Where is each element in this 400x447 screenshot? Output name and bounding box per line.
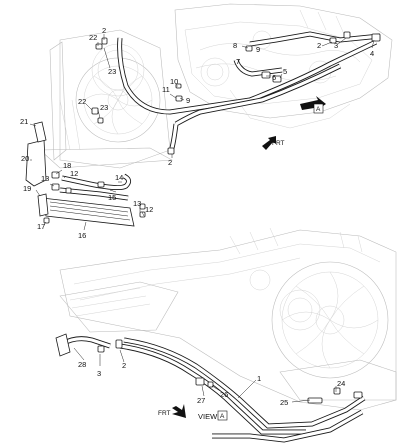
callout-6: 6 [272, 73, 276, 82]
upper-view-tag: A [316, 106, 321, 113]
callout-21: 21 [20, 117, 28, 126]
upper-fittings [91, 31, 381, 155]
callout-18: 18 [63, 161, 71, 170]
upper-engine-ghost [174, 3, 393, 129]
callout-19: 19 [23, 184, 31, 193]
callout-9-mid: 9 [186, 96, 190, 105]
callout-28: 28 [78, 360, 86, 369]
lower-leader-lines [73, 347, 337, 403]
callout-17: 17 [37, 222, 45, 231]
callout-8: 8 [233, 41, 237, 50]
upper-cooler-assembly [25, 121, 146, 227]
callout-20: 20 [21, 154, 29, 163]
upper-front-arrow: FRT [262, 136, 285, 150]
lower-view-a-label: VIEW A [198, 410, 228, 421]
callout-2-top: 2 [102, 26, 106, 35]
callout-4: 4 [370, 49, 374, 58]
upper-front-label: FRT [272, 140, 285, 147]
lower-cooler-lines [55, 333, 366, 443]
callout-7: 7 [236, 57, 240, 66]
lower-front-arrow: FRT [158, 404, 186, 418]
callout-25: 25 [280, 398, 288, 407]
callout-10: 10 [170, 77, 178, 86]
callout-5: 5 [283, 67, 287, 76]
callout-12-left: 12 [70, 169, 78, 178]
upper-leader-lines [29, 34, 375, 231]
callout-12-right: 12 [145, 205, 153, 214]
callout-13-right: 13 [133, 199, 141, 208]
callout-1: 1 [257, 374, 261, 383]
lower-callouts: 28 3 2 1 27 26 24 25 [78, 360, 345, 407]
callout-3-right: 3 [334, 41, 338, 50]
callout-2-right: 2 [317, 41, 321, 50]
lower-fittings [97, 339, 363, 404]
callout-9-top: 9 [256, 45, 260, 54]
callout-24: 24 [337, 379, 345, 388]
callout-11: 11 [162, 85, 170, 94]
callout-23-mid: 23 [100, 103, 108, 112]
callout-3-lower: 3 [97, 369, 101, 378]
callout-22-mid: 22 [78, 97, 86, 106]
upper-callouts: 2 22 23 8 9 7 6 5 2 3 4 11 10 9 22 23 21… [20, 26, 374, 240]
callout-27: 27 [197, 396, 205, 405]
upper-radiator-fan-ghost [39, 29, 173, 169]
callout-26: 26 [220, 390, 228, 399]
lower-engine-ghost [59, 227, 397, 411]
lower-view-label: VIEW [198, 412, 218, 421]
callout-14: 14 [115, 173, 123, 182]
callout-16: 16 [78, 231, 86, 240]
lower-front-label: FRT [158, 410, 171, 417]
upper-view-a-arrow: A [300, 96, 326, 114]
lower-view-tag: A [220, 413, 225, 420]
callout-2-lower: 2 [122, 361, 126, 370]
callout-13-left: 13 [41, 174, 49, 183]
callout-15: 15 [108, 193, 116, 202]
callout-22-top: 22 [89, 33, 97, 42]
callout-2-mid: 2 [168, 158, 172, 167]
callout-23-top: 23 [108, 67, 116, 76]
upper-cooler-lines [117, 31, 381, 149]
